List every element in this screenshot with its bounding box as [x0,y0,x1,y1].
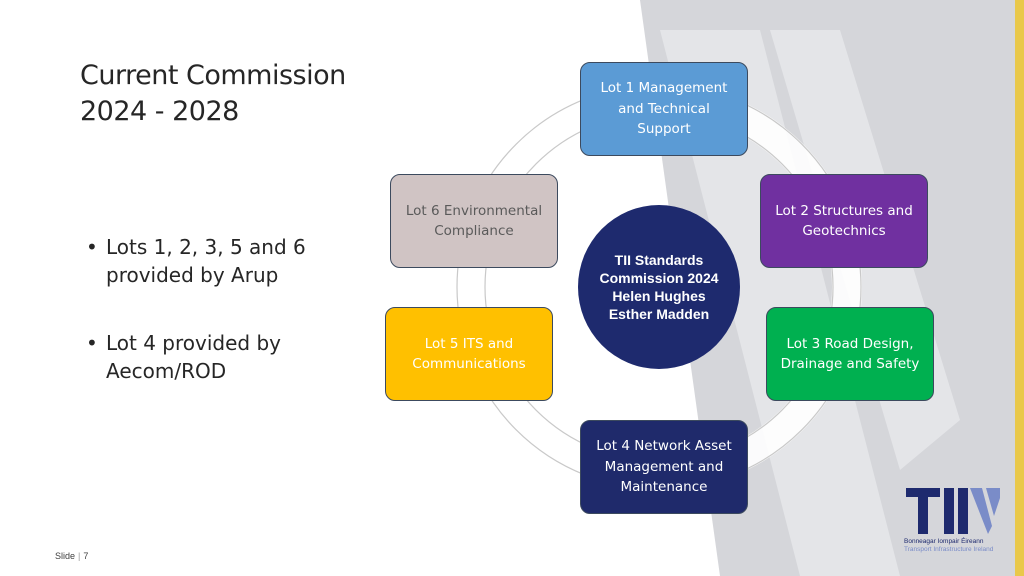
lot-3-line: Drainage and Safety [780,356,920,372]
lot-1-line: Lot 1 Management [600,80,728,97]
center-line: Esther Madden [608,306,710,322]
lot-5-line: Communications [412,356,526,372]
accent-bar [1015,0,1024,576]
title-line-2: 2024 - 2028 [80,96,239,127]
slide-title: Current Commission 2024 - 2028 [80,58,346,130]
lot-1-line: Support [637,121,691,138]
bullet-list: Lots 1, 2, 3, 5 and 6 provided by Arup L… [86,233,346,425]
lot-6-box: Lot 6 Environmental Compliance [390,174,558,268]
lot-4-line: Lot 4 Network Asset [596,438,732,455]
separator: | [78,551,81,561]
lot-3-box: Lot 3 Road Design, Drainage and Safety [766,307,934,401]
lot-5-line: Lot 5 ITS and [424,335,514,352]
center-line: Commission 2024 [599,270,719,286]
lot-4-line: Management and [604,458,724,475]
bullet-item: Lots 1, 2, 3, 5 and 6 provided by Arup [86,233,346,289]
center-line: TII Standards [614,252,704,268]
logo-text-english: Transport Infrastructure Ireland [904,546,994,553]
lot-2-line: Geotechnics [802,223,886,239]
lot-6-line: Lot 6 Environmental [405,202,543,219]
lot-1-box: Lot 1 Management and Technical Support [580,62,748,156]
logo-text-irish: Bonneagar Iompair Éireann [904,538,984,545]
lot-5-box: Lot 5 ITS and Communications [385,307,553,401]
center-circle: TII Standards Commission 2024 Helen Hugh… [578,205,740,369]
slide-number-value: 7 [83,551,89,561]
center-line: Helen Hughes [612,288,706,304]
lot-2-line: Lot 2 Structures and [775,202,913,219]
lot-4-line: Maintenance [620,479,708,496]
tii-logo-mark [906,488,1000,534]
lot-3-line: Lot 3 Road Design, [786,335,914,352]
lot-4-box: Lot 4 Network Asset Management and Maint… [580,420,748,514]
lot-2-box: Lot 2 Structures and Geotechnics [760,174,928,268]
lot-6-line: Compliance [434,223,514,239]
bullet-item: Lot 4 provided by Aecom/ROD [86,329,346,385]
slide-label: Slide [55,551,76,561]
slide-number: Slide|7 [55,551,88,561]
lot-1-line: and Technical [618,100,710,117]
tii-logo: Bonneagar Iompair Éireann Transport Infr… [904,486,1004,556]
title-line-1: Current Commission [80,60,346,91]
